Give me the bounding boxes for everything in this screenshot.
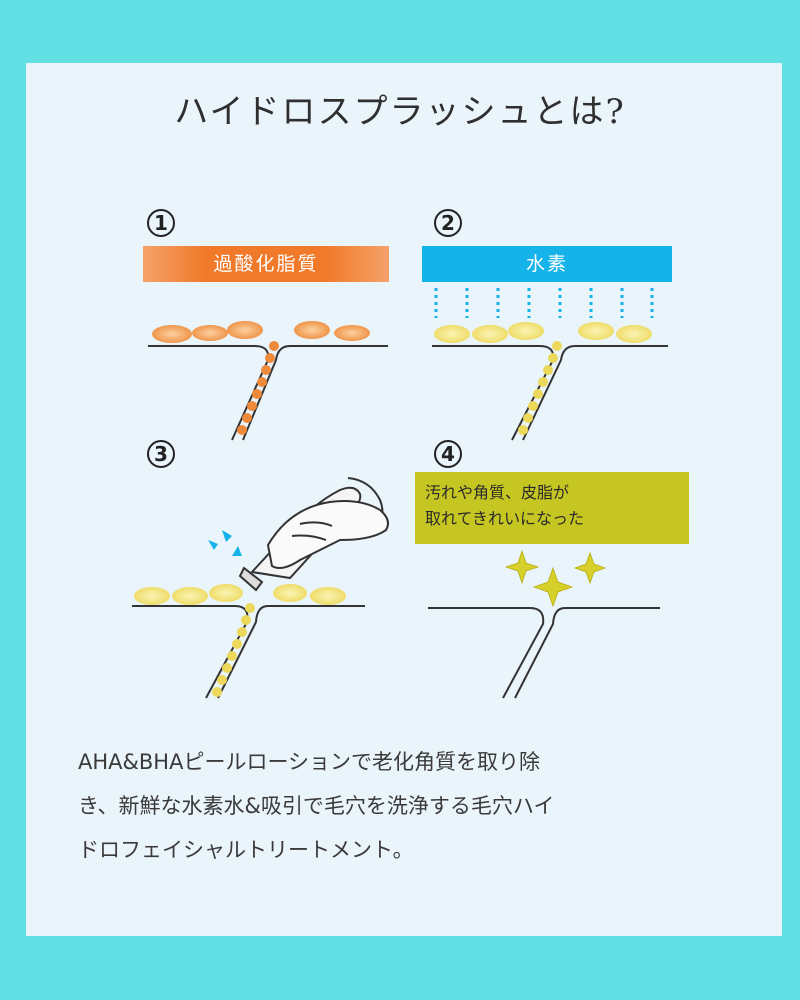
water-drop-icon: [208, 530, 242, 556]
sparkle-icon: [504, 549, 607, 608]
hand-device-icon: [238, 477, 389, 592]
step-4-caption-line-2: 取れてきれいになった: [425, 509, 585, 528]
panel-2-lipids: [434, 322, 652, 435]
step-4-caption: 汚れや角質、皮脂が 取れてきれいになった: [415, 472, 689, 544]
step-4-caption-line-1: 汚れや角質、皮脂が: [425, 483, 570, 502]
description: AHA&BHAピールローションで老化角質を取り除 き、新鮮な水素水&吸引で毛穴を…: [78, 740, 728, 872]
panel-3-lipids: [134, 584, 346, 697]
description-line-1: AHA&BHAピールローションで老化角質を取り除: [78, 750, 541, 774]
page-title: ハイドロスプラッシュとは?: [174, 92, 626, 132]
panel-1-oxidized-lipids: [152, 321, 370, 435]
step-3-number: 3: [147, 440, 175, 468]
step-1-banner: 過酸化脂質: [143, 246, 389, 282]
step-2-number: 2: [434, 209, 462, 237]
panel-2-hydrogen-streams: [434, 288, 654, 318]
panel-4-skin: [428, 607, 660, 699]
step-2-banner: 水素: [422, 246, 672, 282]
description-line-3: ドロフェイシャルトリートメント。: [78, 838, 414, 862]
step-4-number: 4: [434, 440, 462, 468]
step-1-number: 1: [147, 209, 175, 237]
description-line-2: き、新鮮な水素水&吸引で毛穴を洗浄する毛穴ハイ: [78, 794, 555, 818]
